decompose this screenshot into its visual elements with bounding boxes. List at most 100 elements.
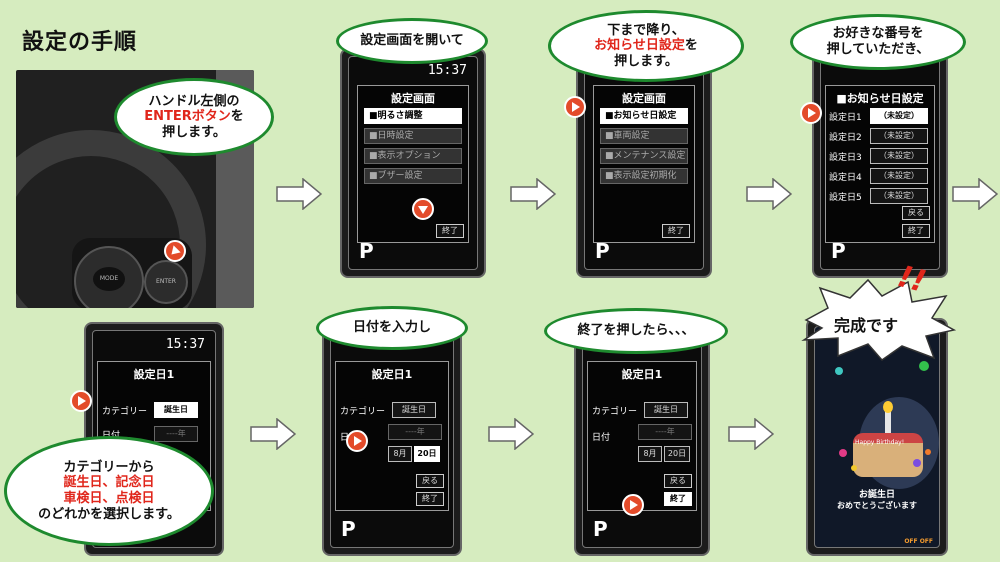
slot-5-button[interactable]: （未設定） [870, 188, 928, 204]
completion-burst [801, 278, 957, 362]
bubble-text: 押していただき、 [826, 42, 930, 57]
bubble-text: 押します。 [614, 53, 678, 69]
mode-button: MODE [93, 267, 125, 291]
screen-title: 設定画面 [622, 92, 666, 105]
pointer-arrow-icon [564, 96, 586, 118]
next-arrow-icon [276, 178, 322, 210]
scroll-down-arrow-icon [412, 198, 434, 220]
year-field[interactable]: ----年 [638, 424, 692, 440]
end-button[interactable]: 終了 [664, 492, 692, 506]
next-arrow-icon [728, 418, 774, 450]
day-field[interactable]: 20日 [414, 446, 440, 462]
back-button[interactable]: 戻る [664, 474, 692, 488]
month-field[interactable]: 8月 [388, 446, 412, 462]
bubble-highlight: お知らせ日設定 [594, 38, 685, 54]
cake-text: Happy Birthday! [855, 439, 905, 446]
candle-icon [885, 411, 891, 433]
category-select[interactable]: 誕生日 [392, 402, 436, 418]
screen-title: 設定日1 [621, 368, 663, 381]
logo-text: OFF OFF [904, 538, 933, 545]
menu-item-reset-display[interactable]: ■表示設定初期化 [600, 168, 688, 184]
category-select[interactable]: 誕生日 [644, 402, 688, 418]
completion-text: 完成です [834, 316, 899, 335]
screen: 15:37 設定画面 ■明るさ調整 ■日時設定 ■表示オプション ■ブザー設定 … [348, 56, 478, 270]
park-indicator: P [359, 239, 374, 263]
category-label: カテゴリー [592, 407, 638, 417]
bubble-highlight: 車検日、点検日 [63, 491, 155, 506]
screen: ■お知らせ日設定 設定日1 （未設定） 設定日2 （未設定） 設定日3 （未設定… [820, 56, 940, 270]
step4-bubble: カテゴリーから 誕生日、記念日 車検日、点検日 のどれかを選択します。 [4, 436, 214, 546]
year-field[interactable]: ----年 [388, 424, 442, 440]
bubble-highlight: ENTERボタン [144, 109, 231, 125]
menu-item-brightness[interactable]: ■明るさ調整 [364, 108, 462, 124]
slot-2-button[interactable]: （未設定） [870, 128, 928, 144]
next-arrow-icon [746, 178, 792, 210]
confetti-icon [835, 367, 843, 375]
end-button[interactable]: 終了 [416, 492, 444, 506]
finish-screen-device: 設定日1 カテゴリー 誕生日 日付 ----年 8月 20日 戻る 終了 P [574, 322, 710, 556]
notice-date-screen-device: ■お知らせ日設定 設定日1 （未設定） 設定日2 （未設定） 設定日3 （未設定… [812, 48, 948, 278]
menu-item-datetime[interactable]: ■日時設定 [364, 128, 462, 144]
screen: 設定日1 カテゴリー 誕生日 日付 ----年 8月 20日 戻る 終了 P [582, 330, 702, 548]
screen: Happy Birthday! お誕生日 おめでとうございます OFF OFF [814, 326, 940, 548]
birthday-screen-device: Happy Birthday! お誕生日 おめでとうございます OFF OFF [806, 318, 948, 556]
back-button[interactable]: 戻る [416, 474, 444, 488]
page-title: 設定の手順 [22, 30, 138, 55]
menu-item-buzzer[interactable]: ■ブザー設定 [364, 168, 462, 184]
confetti-icon [851, 465, 857, 471]
clock: 15:37 [427, 63, 467, 78]
back-button[interactable]: 戻る [902, 206, 930, 220]
next-arrow-icon [250, 418, 296, 450]
pointer-arrow-icon [70, 390, 92, 412]
end-button[interactable]: 終了 [436, 224, 464, 238]
category-label: カテゴリー [340, 407, 386, 417]
step1-bubble: 設定画面を開いて [336, 18, 488, 64]
bubble-text: カテゴリーから [63, 459, 155, 475]
day-field[interactable]: 20日 [664, 446, 690, 462]
bubble-text: 押します。 [162, 124, 226, 140]
screen: 設定画面 ■お知らせ日設定 ■車両設定 ■メンテナンス設定 ■表示設定初期化 終… [584, 56, 704, 270]
menu-item-notice-date[interactable]: ■お知らせ日設定 [600, 108, 688, 124]
screen-title: 設定日1 [133, 368, 175, 381]
slot-3-button[interactable]: （未設定） [870, 148, 928, 164]
step6-bubble: 終了を押したら、、、 [544, 308, 728, 354]
notice-panel: ■お知らせ日設定 設定日1 （未設定） 設定日2 （未設定） 設定日3 （未設定… [825, 85, 935, 243]
park-indicator: P [831, 239, 846, 263]
slot-1-button[interactable]: （未設定） [870, 108, 928, 124]
next-arrow-icon [510, 178, 556, 210]
row-label: 設定日2 [829, 133, 862, 143]
menu-item-vehicle[interactable]: ■車両設定 [600, 128, 688, 144]
clock: 15:37 [165, 337, 205, 352]
menu-panel: 設定画面 ■明るさ調整 ■日時設定 ■表示オプション ■ブザー設定 終了 [357, 85, 469, 243]
menu-panel: 設定画面 ■お知らせ日設定 ■車両設定 ■メンテナンス設定 ■表示設定初期化 終… [593, 85, 695, 243]
slot-4-button[interactable]: （未設定） [870, 168, 928, 184]
confetti-icon [925, 449, 931, 455]
settings-screen-scrolled-device: 設定画面 ■お知らせ日設定 ■車両設定 ■メンテナンス設定 ■表示設定初期化 終… [576, 48, 712, 278]
birthday-message: おめでとうございます [837, 501, 917, 510]
row-label: 設定日5 [829, 193, 862, 203]
park-indicator: P [595, 239, 610, 263]
menu-item-display-options[interactable]: ■表示オプション [364, 148, 462, 164]
date-panel: 設定日1 カテゴリー 誕生日 日付 ----年 8月 20日 戻る 終了 [587, 361, 697, 511]
row-label: 設定日4 [829, 173, 862, 183]
month-field[interactable]: 8月 [638, 446, 662, 462]
year-field[interactable]: ----年 [154, 426, 198, 442]
bubble-text: のどれかを選択します。 [38, 506, 180, 522]
wheel-instruction-bubble: ハンドル左側の ENTERボタンを 押します。 [114, 78, 274, 156]
end-button[interactable]: 終了 [662, 224, 690, 238]
bubble-text: 下まで降り、 [607, 22, 685, 38]
end-button[interactable]: 終了 [902, 224, 930, 238]
next-arrow-icon [488, 418, 534, 450]
cake-icon [853, 433, 923, 477]
birthday-message: お誕生日 [858, 490, 895, 500]
pointer-arrow-icon [800, 102, 822, 124]
settings-screen-device: 15:37 設定画面 ■明るさ調整 ■日時設定 ■表示オプション ■ブザー設定 … [340, 48, 486, 278]
screen-title: ■お知らせ日設定 [836, 92, 924, 105]
confetti-icon [839, 449, 847, 457]
category-label: カテゴリー [102, 407, 148, 417]
pointer-arrow-icon [622, 494, 644, 516]
screen-title: 設定日1 [371, 368, 413, 381]
bubble-text: ハンドル左側の [148, 93, 240, 109]
category-select[interactable]: 誕生日 [154, 402, 198, 418]
menu-item-maintenance[interactable]: ■メンテナンス設定 [600, 148, 688, 164]
